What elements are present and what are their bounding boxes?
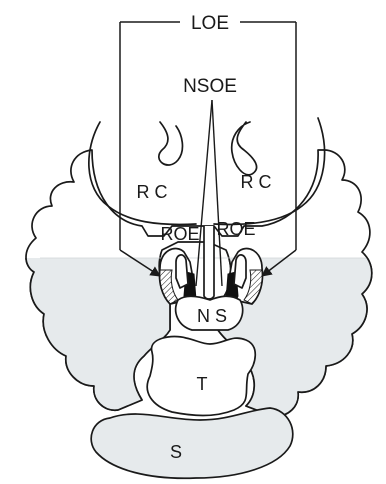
label-ns: N S bbox=[197, 306, 227, 326]
label-rc-right: R C bbox=[241, 172, 272, 192]
label-nsoe: NSOE bbox=[183, 76, 237, 97]
label-roe-left: ROE bbox=[160, 224, 199, 244]
septum-stalk bbox=[204, 226, 214, 299]
ventral-structure bbox=[91, 408, 293, 478]
turbinate-curl-right bbox=[232, 122, 257, 175]
label-roe-right: ROE bbox=[216, 219, 255, 239]
label-t: T bbox=[197, 374, 208, 394]
label-rc-left: R C bbox=[137, 182, 168, 202]
turbinate-curl-left bbox=[159, 122, 183, 165]
label-s: S bbox=[170, 442, 182, 462]
label-loe: LOE bbox=[191, 13, 229, 34]
